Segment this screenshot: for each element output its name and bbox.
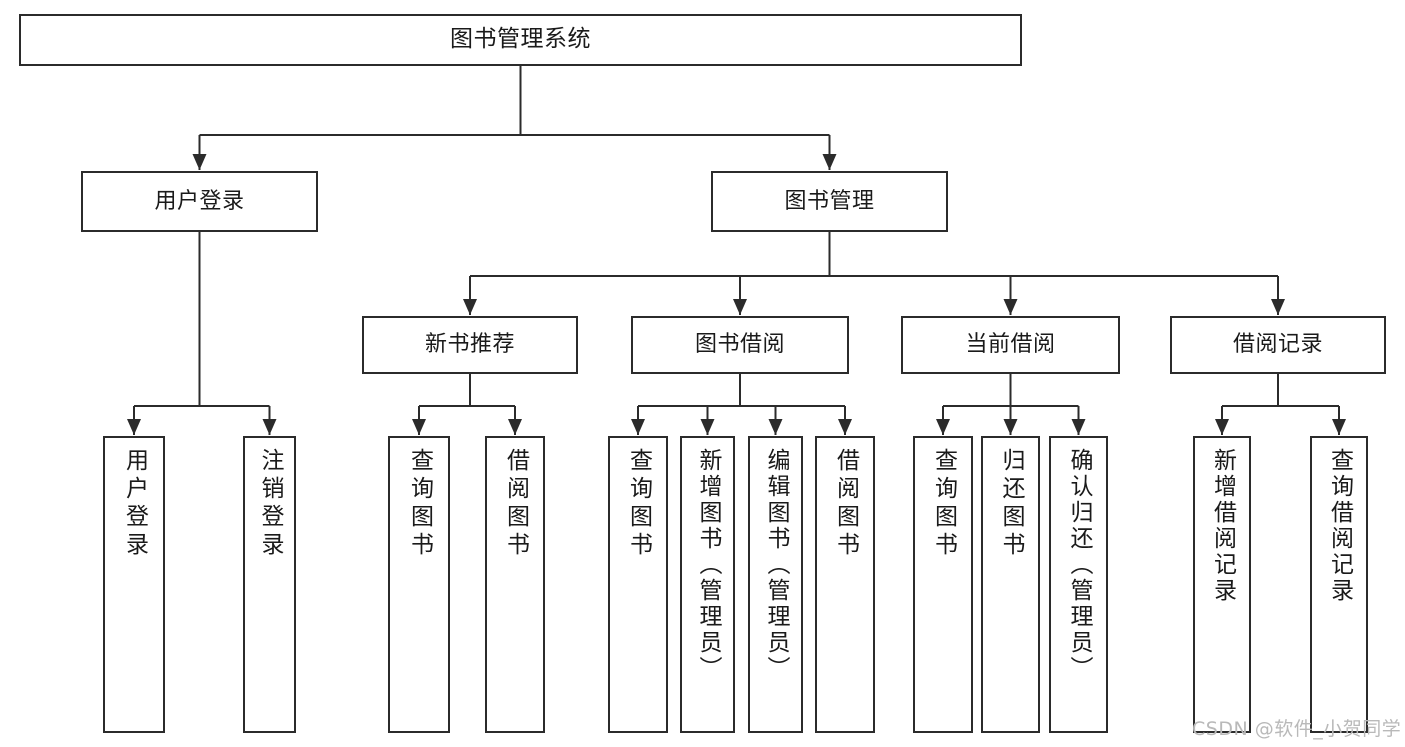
node-leaf6[interactable]: 新增图书（管理员） <box>680 436 735 733</box>
node-label: 图书借阅 <box>694 332 785 358</box>
node-leaf4[interactable]: 借阅图书 <box>485 436 545 733</box>
node-label: 确认归还（管理员） <box>1066 448 1092 682</box>
node-leaf11[interactable]: 确认归还（管理员） <box>1049 436 1108 733</box>
node-label: 新增图书（管理员） <box>695 448 721 682</box>
node-newbook[interactable]: 新书推荐 <box>362 316 578 374</box>
node-leaf9[interactable]: 查询图书 <box>913 436 973 733</box>
node-label: 查询图书 <box>406 448 433 560</box>
node-leaf10[interactable]: 归还图书 <box>981 436 1040 733</box>
node-label: 查询借阅记录 <box>1326 448 1353 604</box>
node-bookmgmt[interactable]: 图书管理 <box>711 171 948 232</box>
node-leaf7[interactable]: 编辑图书（管理员） <box>748 436 803 733</box>
node-label: 查询图书 <box>625 448 652 560</box>
node-label: 当前借阅 <box>965 332 1056 358</box>
node-leaf5[interactable]: 查询图书 <box>608 436 668 733</box>
node-label: 新增借阅记录 <box>1209 448 1236 604</box>
node-label: 图书管理 <box>784 188 875 214</box>
node-label: 归还图书 <box>998 448 1024 560</box>
node-login[interactable]: 用户登录 <box>81 171 318 232</box>
node-label: 新书推荐 <box>424 332 515 358</box>
node-label: 借阅图书 <box>832 448 859 560</box>
node-borrow[interactable]: 图书借阅 <box>631 316 849 374</box>
node-label: 编辑图书（管理员） <box>763 448 789 682</box>
node-records[interactable]: 借阅记录 <box>1170 316 1386 374</box>
node-leaf8[interactable]: 借阅图书 <box>815 436 875 733</box>
node-leaf1[interactable]: 用户登录 <box>103 436 165 733</box>
node-current[interactable]: 当前借阅 <box>901 316 1120 374</box>
node-label: 注销登录 <box>257 448 283 560</box>
node-label: 借阅记录 <box>1232 332 1323 358</box>
node-label: 用户登录 <box>154 188 245 214</box>
node-leaf12[interactable]: 新增借阅记录 <box>1193 436 1251 733</box>
node-leaf2[interactable]: 注销登录 <box>243 436 296 733</box>
node-label: 查询图书 <box>930 448 957 560</box>
node-leaf3[interactable]: 查询图书 <box>388 436 450 733</box>
node-label: 借阅图书 <box>502 448 529 560</box>
node-root[interactable]: 图书管理系统 <box>19 14 1022 66</box>
node-label: 图书管理系统 <box>450 26 591 53</box>
node-leaf13[interactable]: 查询借阅记录 <box>1310 436 1368 733</box>
node-label: 用户登录 <box>121 448 148 560</box>
